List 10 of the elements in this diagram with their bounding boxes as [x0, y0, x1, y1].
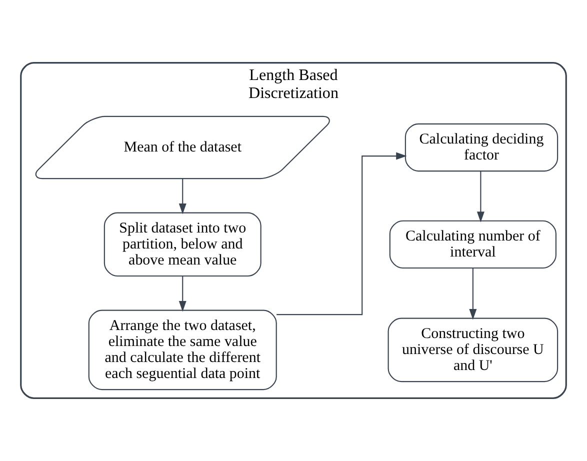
node-box: Split dataset into two partition, below and above mean value [104, 212, 262, 277]
arrow [476, 171, 484, 222]
arrow [178, 178, 186, 214]
node-box: Calculating number of interval [389, 220, 556, 269]
node-box: Constructing two universe of discourse U and U' [388, 318, 558, 382]
arrow [469, 268, 477, 320]
node-box: Calculating deciding factor [404, 123, 558, 172]
node-box: Arrange the two dataset, eliminate the same value and calculate the different each seguential data point [88, 310, 277, 390]
arrow [276, 152, 407, 316]
arrow [178, 276, 186, 312]
